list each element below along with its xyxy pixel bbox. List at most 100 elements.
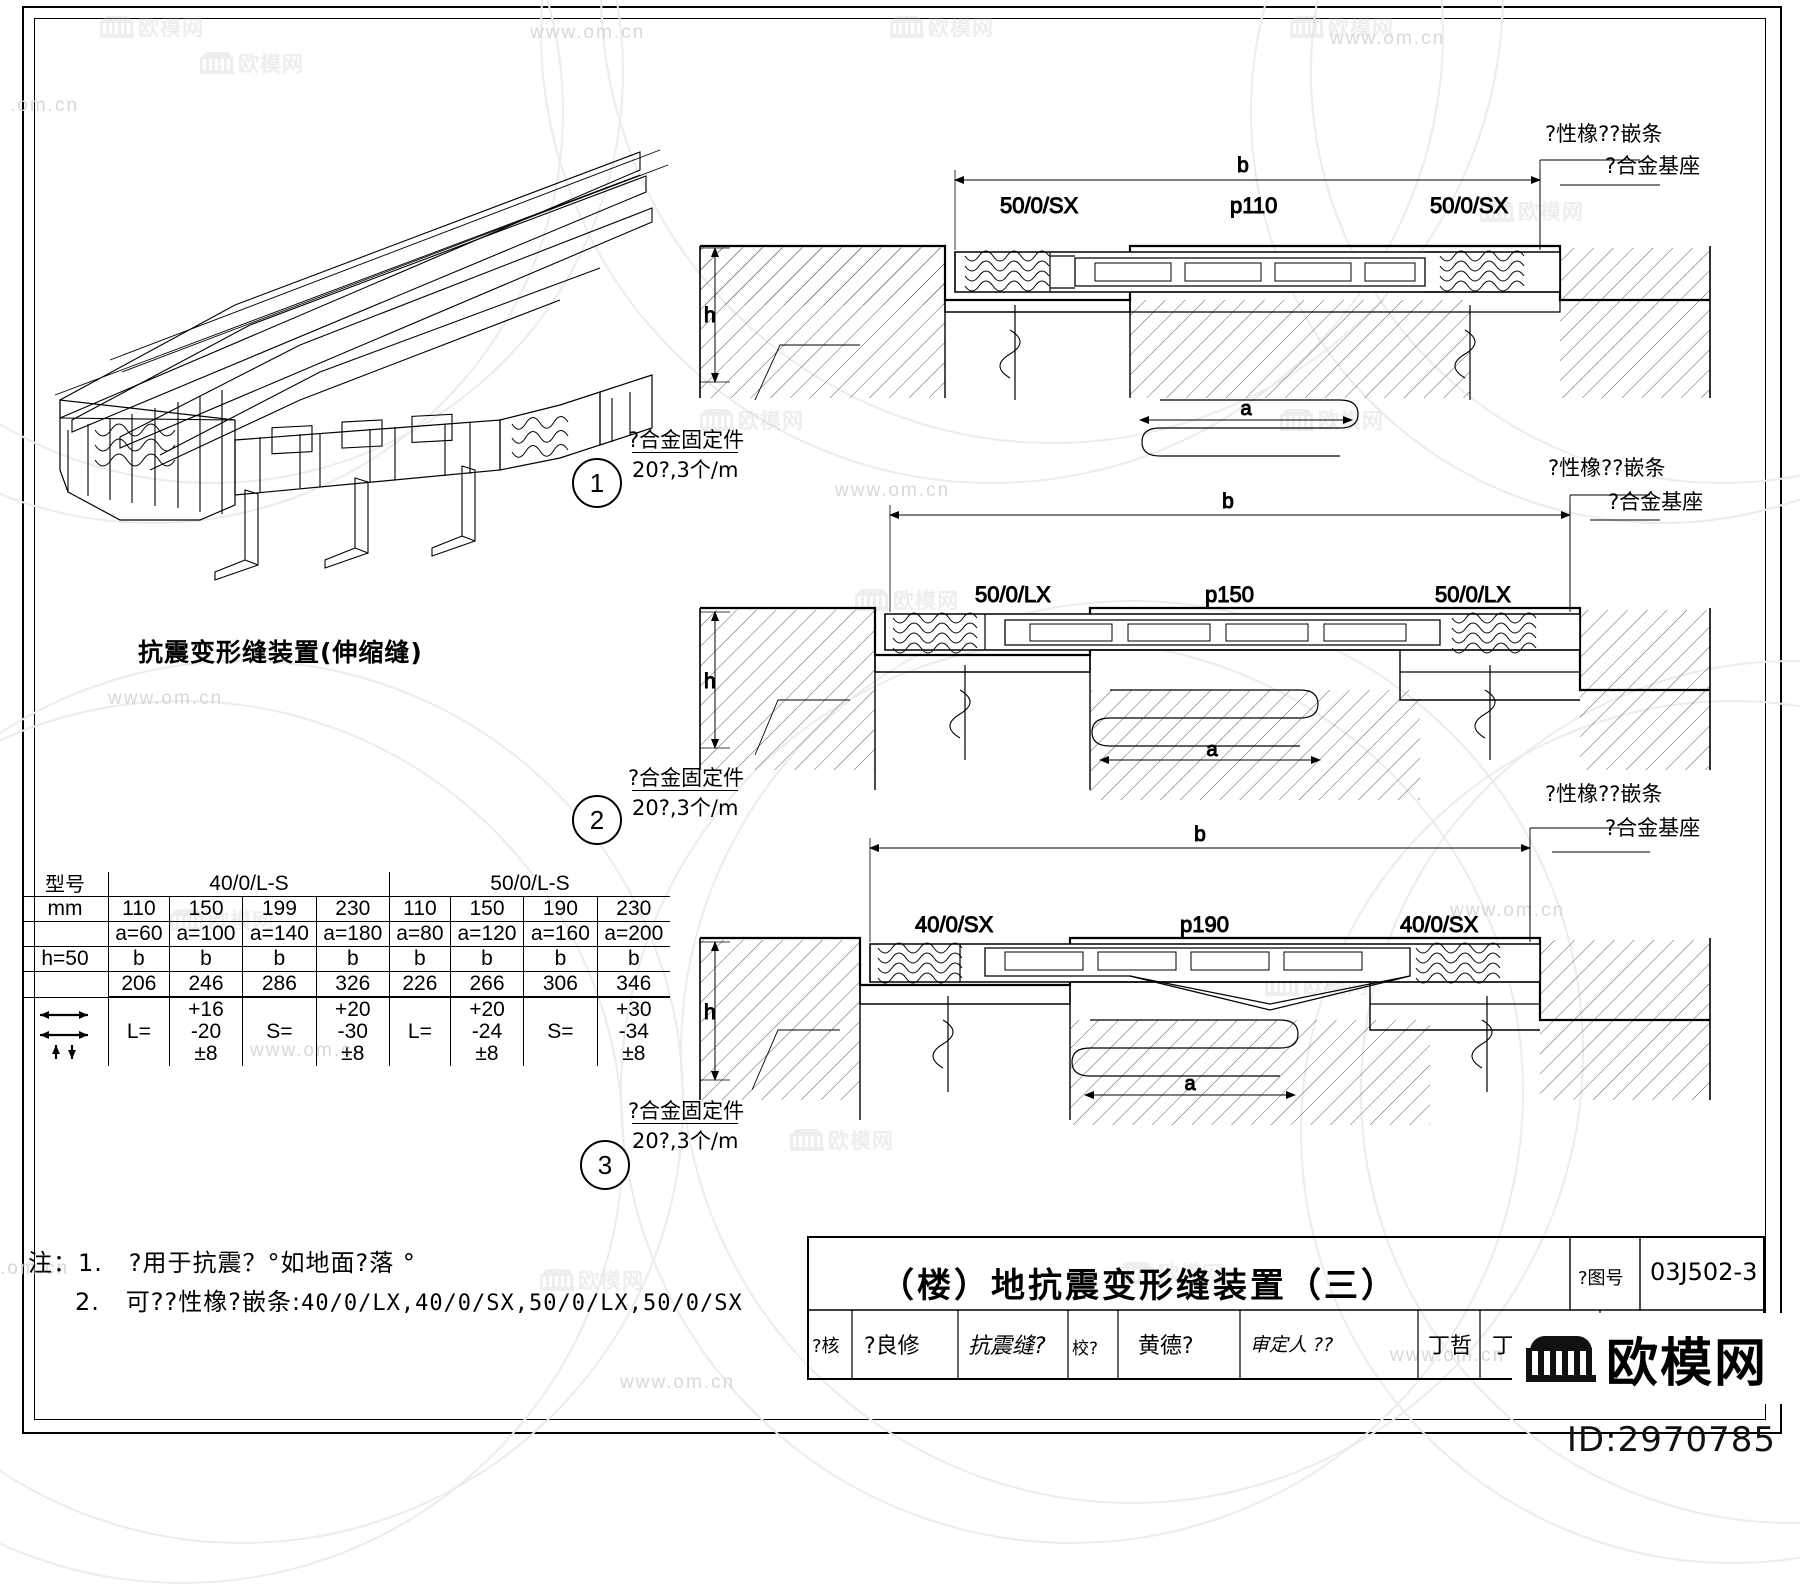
horizontal-arrows-icon xyxy=(40,1011,88,1060)
brand-logo-icon xyxy=(1525,1335,1596,1382)
svg-text:h: h xyxy=(704,1001,716,1024)
svg-text:50/0/SX: 50/0/SX xyxy=(1430,193,1509,218)
detail-3-callout-fixing: ?合金固定件 xyxy=(628,1099,745,1123)
sheet-frame-inner xyxy=(34,18,1766,1420)
detail-bubble-3[interactable]: 3 xyxy=(580,1140,630,1190)
title-block-cell-8: 丁 xyxy=(1492,1334,1515,1359)
svg-text:b: b xyxy=(1222,490,1234,513)
svg-text:p110: p110 xyxy=(1230,193,1277,218)
table-row-model: 型号 40/0/L-S 50/0/L-S xyxy=(22,872,670,898)
table-cell-b-6: 266 xyxy=(449,971,525,999)
title-block-cell-4: 校? xyxy=(1072,1339,1099,1359)
movement-pm-4: ±8 xyxy=(622,1042,646,1066)
detail-1-callout-fixing: ?合金固定件 xyxy=(628,428,745,452)
table-cell-b-label-8: b xyxy=(596,946,670,973)
notes-text-1: ?用于抗震？°如地面?落 ° xyxy=(128,1249,416,1277)
sheet-title: （楼）地抗震变形缝装置（三） xyxy=(880,1266,1398,1306)
movement-plus-4: +30 xyxy=(615,998,652,1022)
isometric-view xyxy=(54,149,669,581)
table-cell-width-5: 110 xyxy=(389,896,451,923)
table-cell-width-6: 150 xyxy=(449,896,525,923)
table-cell-width-8: 230 xyxy=(596,896,670,923)
movement-sym-3: L= xyxy=(389,996,451,1067)
table-cell-b-label-3: b xyxy=(242,946,317,973)
movement-sym-2: S= xyxy=(242,996,317,1067)
table-label-a-blank xyxy=(22,922,109,947)
table-cell-b-label-4: b xyxy=(315,946,391,973)
table-cell-b-label-5: b xyxy=(389,946,451,973)
table-cell-b-label-2: b xyxy=(168,946,244,973)
detail-1-callout-rubber: ?性橡??嵌条 xyxy=(1545,122,1663,146)
table-cell-a-2: a=100 xyxy=(168,921,244,948)
movement-minus-4: -34 xyxy=(618,1020,649,1044)
table-cell-a-6: a=120 xyxy=(449,921,525,948)
detail-3-callout-base: ?合金基座 xyxy=(1605,816,1701,840)
notes-models: 40/0/LX,40/0/SX,50/0/LX,50/0/SX xyxy=(301,1291,743,1316)
table-cell-b-label-1: b xyxy=(108,946,170,973)
sheet-frame-outer xyxy=(22,6,1782,1434)
title-block-cell-6: 审定人 ?? xyxy=(1250,1334,1334,1356)
table-cell-width-3: 199 xyxy=(242,896,317,923)
table-row-mm: mm 110 150 199 230 110 150 190 230 xyxy=(22,896,670,923)
table-cell-a-3: a=140 xyxy=(242,921,317,948)
title-block-cell-1: ?核 xyxy=(812,1336,840,1357)
title-block-cell-2: ?良修 xyxy=(864,1334,920,1359)
movement-val-1: +16 -20 ±8 xyxy=(169,996,244,1067)
table-cell-b-7: 306 xyxy=(523,971,598,999)
table-cell-b-label-7: b xyxy=(523,946,598,973)
table-label-model: 型号 xyxy=(22,872,109,898)
movement-minus-2: -30 xyxy=(337,1020,368,1044)
title-block-cell-7: 丁哲 xyxy=(1428,1334,1473,1359)
detail-bubble-2[interactable]: 2 xyxy=(572,795,622,845)
table-row-h: h=50 b b b b b b b b xyxy=(22,946,670,973)
detail-bubble-1[interactable]: 1 xyxy=(572,458,622,508)
cad-drawing-canvas: b h a 50/0/SX p110 50/0/SX xyxy=(54,149,1765,1380)
table-cell-b-3: 286 xyxy=(242,971,317,999)
detail-1-callout-base: ?合金基座 xyxy=(1605,154,1701,178)
detail-2-callout-fixing: ?合金固定件 xyxy=(628,766,745,790)
movement-minus-3: -24 xyxy=(471,1020,503,1044)
table-cell-b-label-6: b xyxy=(449,946,525,973)
title-block-cell-5: 黄德? xyxy=(1138,1334,1194,1359)
isometric-caption: 抗震变形缝装置(伸缩缝) xyxy=(138,638,423,667)
svg-text:a: a xyxy=(1206,739,1218,761)
svg-text:b: b xyxy=(1237,154,1249,177)
movement-sym-1: L= xyxy=(108,996,170,1067)
svg-text:b: b xyxy=(1194,823,1206,846)
movement-arrow-icons xyxy=(22,996,109,1067)
detail-2-callout-rubber: ?性橡??嵌条 xyxy=(1548,456,1666,480)
movement-plus-3: +20 xyxy=(469,998,505,1022)
table-cell-a-7: a=160 xyxy=(523,921,598,948)
notes-text-2: 可??性橡?嵌条: xyxy=(125,1288,302,1316)
svg-text:a: a xyxy=(1184,1073,1196,1095)
svg-text:40/0/SX: 40/0/SX xyxy=(1400,912,1479,937)
table-cell-width-4: 230 xyxy=(315,896,391,923)
movement-plus-2: +20 xyxy=(334,998,371,1022)
brand-id: ID:2970785 xyxy=(1566,1420,1776,1460)
table-cell-a-8: a=200 xyxy=(596,921,670,948)
svg-text:50/0/SX: 50/0/SX xyxy=(1000,193,1079,218)
svg-text:p150: p150 xyxy=(1205,582,1254,607)
drawing-number: 03J502-3 xyxy=(1650,1258,1758,1286)
svg-text:50/0/LX: 50/0/LX xyxy=(1435,582,1511,607)
movement-pm-2: ±8 xyxy=(341,1042,365,1066)
table-cell-b-8: 346 xyxy=(596,971,670,999)
detail-2: b h a 50/0/LX p150 50/0/LX xyxy=(699,490,1711,800)
table-label-b-blank xyxy=(22,972,109,998)
notes-number-2: 2. xyxy=(75,1288,100,1316)
detail-3: b h a 40/0/SX p190 40/0/SX xyxy=(699,823,1711,1125)
table-label-h: h=50 xyxy=(22,946,109,973)
notes-line-2: 2. 可??性橡?嵌条:40/0/LX,40/0/SX,50/0/LX,50/0… xyxy=(75,1282,743,1317)
movement-pm-1: ±8 xyxy=(194,1042,218,1066)
notes-line-1: 注：1. ?用于抗震？°如地面?落 ° xyxy=(28,1243,416,1278)
detail-1: b h a 50/0/SX p110 50/0/SX xyxy=(699,154,1711,457)
movement-minus-1: -20 xyxy=(190,1020,222,1044)
parameter-table: 型号 40/0/L-S 50/0/L-S mm 110 150 199 230 … xyxy=(22,872,670,1067)
movement-pm-3: ±8 xyxy=(475,1042,499,1066)
svg-text:h: h xyxy=(704,670,716,693)
detail-3-callout-fixing-spec: 20?,3个/m xyxy=(632,1123,739,1155)
table-row-a: a=60 a=100 a=140 a=180 a=80 a=120 a=160 … xyxy=(22,921,670,948)
movement-plus-1: +16 xyxy=(188,998,224,1022)
table-cell-b-5: 226 xyxy=(389,971,451,999)
table-cell-a-5: a=80 xyxy=(389,921,451,948)
